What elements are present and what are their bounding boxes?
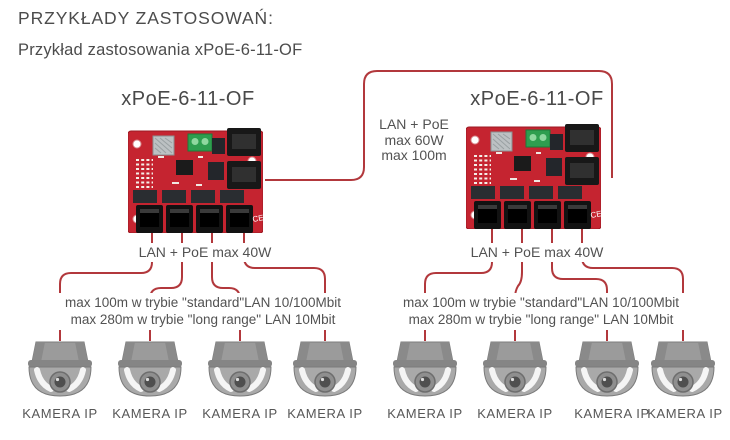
dome-camera-icon	[208, 341, 272, 397]
main-chip	[514, 156, 531, 171]
camera-label: KAMERA IP	[287, 406, 363, 421]
pcb-photo-icon: CE	[466, 124, 601, 229]
dome-camera-icon	[118, 341, 182, 397]
page-subtitle: Przykład zastosowania xPoE-6-11-OF	[18, 41, 303, 59]
camera-cable-line	[551, 229, 608, 341]
main-chip	[176, 160, 193, 175]
camera-label: KAMERA IP	[22, 406, 98, 421]
poe-switch-board-right: CE	[466, 124, 601, 229]
left-cable-range-note: max 100m w trybie "standard"LAN 10/100Mb…	[42, 293, 364, 330]
ip-camera	[568, 341, 646, 403]
cable-range-note-line: max 100m w trybie "standard"LAN 10/100Mb…	[403, 295, 679, 310]
left-poe-budget-label: LAN + PoE max 40W	[123, 243, 287, 262]
ip-camera	[386, 341, 464, 403]
uplink-cable-note-line: max 100m	[381, 147, 447, 163]
terminal-block	[525, 129, 551, 148]
dome-camera-icon	[28, 341, 92, 397]
camera-label: KAMERA IP	[202, 406, 278, 421]
camera-label: KAMERA IP	[477, 406, 553, 421]
ip-camera	[476, 341, 554, 403]
transformer-row	[471, 186, 582, 199]
terminal-block	[187, 133, 213, 152]
ce-marking: CE	[590, 209, 601, 220]
dip-pad-array	[474, 155, 491, 184]
cable-range-note-line: max 280m w trybie "long range" LAN 10Mbi…	[70, 312, 336, 327]
left-switch-label: xPoE-6-11-OF	[121, 88, 255, 110]
pcb-photo-icon: CE	[128, 128, 263, 233]
dip-pad-array	[136, 159, 153, 188]
uplink-cable-line	[265, 70, 613, 181]
camera-cable-line	[59, 233, 153, 341]
dome-camera-icon	[483, 341, 547, 397]
right-switch-label: xPoE-6-11-OF	[470, 88, 604, 110]
camera-label: KAMERA IP	[387, 406, 463, 421]
right-poe-budget-label: LAN + PoE max 40W	[455, 243, 619, 262]
poe-switch-board-left: CE	[128, 128, 263, 233]
ip-camera	[111, 341, 189, 403]
dome-camera-icon	[651, 341, 715, 397]
ip-camera	[21, 341, 99, 403]
dome-camera-icon	[575, 341, 639, 397]
ip-camera	[286, 341, 364, 403]
uplink-cable-note-line: LAN + PoE	[379, 116, 449, 132]
cable-range-note-line: max 100m w trybie "standard"LAN 10/100Mb…	[65, 295, 341, 310]
cable-range-note-line: max 280m w trybie "long range" LAN 10Mbi…	[408, 312, 674, 327]
transformer-row	[133, 190, 244, 203]
dome-camera-icon	[393, 341, 457, 397]
uplink-cable-note-line: max 60W	[384, 131, 444, 148]
uplink-cable-note: LAN + PoE max 60W max 100m	[368, 116, 460, 164]
ip-camera	[201, 341, 279, 403]
ce-marking: CE	[252, 213, 263, 224]
camera-label: KAMERA IP	[574, 406, 650, 421]
ip-camera	[644, 341, 722, 403]
camera-cable-line	[424, 229, 493, 341]
dome-camera-icon	[293, 341, 357, 397]
right-cable-range-note: max 100m w trybie "standard"LAN 10/100Mb…	[390, 293, 692, 330]
camera-label: KAMERA IP	[112, 406, 188, 421]
page-title: PRZYKŁADY ZASTOSOWAŃ:	[18, 8, 274, 28]
camera-label: KAMERA IP	[647, 406, 723, 421]
